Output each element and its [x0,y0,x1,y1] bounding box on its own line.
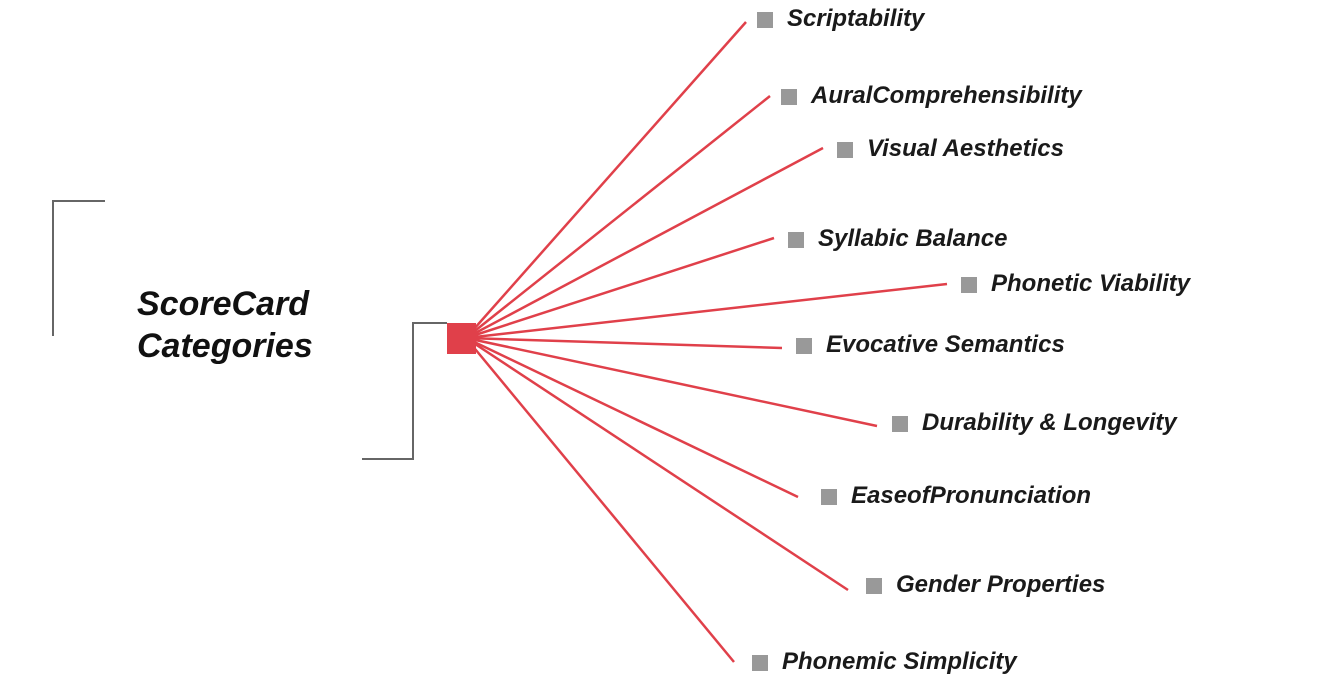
category-bullet [961,277,977,293]
category-bullet [796,338,812,354]
left-bracket [52,200,105,336]
category-label: Phonemic Simplicity [782,648,1017,675]
category-label: Syllabic Balance [818,225,1008,252]
spoke-line [465,337,735,663]
spoke-lines [465,21,948,663]
category-label: Evocative Semantics [826,331,1065,358]
spoke-line [465,336,878,428]
category-label: Durability & Longevity [922,409,1177,436]
spoke-line [465,236,775,340]
spoke-line [465,21,747,339]
diagram-title-line-1: ScoreCard [137,285,309,323]
spoke-line [465,282,948,340]
category-bullet [837,142,853,158]
category-bullet [757,12,773,28]
hub-bracket [362,322,447,460]
spoke-line [465,336,783,350]
category-bullet [866,578,882,594]
category-label: Gender Properties [896,571,1106,598]
category-bullet [788,232,804,248]
category-bullet [781,89,797,105]
category-label: Scriptability [787,5,925,32]
category-label: Visual Aesthetics [867,135,1064,162]
spoke-line [465,336,799,499]
spoke-line [465,336,849,592]
diagram-title-line-2: Categories [137,327,313,365]
category-bullet [892,416,908,432]
category-label: Phonetic Viability [991,270,1191,297]
category-label: EaseofPronunciation [851,482,1092,509]
spoke-line [465,146,824,340]
hub-node [447,323,476,354]
category-label: AuralComprehensibility [811,82,1082,109]
spoke-line [465,95,771,339]
category-bullet [752,655,768,671]
category-bullet [821,489,837,505]
